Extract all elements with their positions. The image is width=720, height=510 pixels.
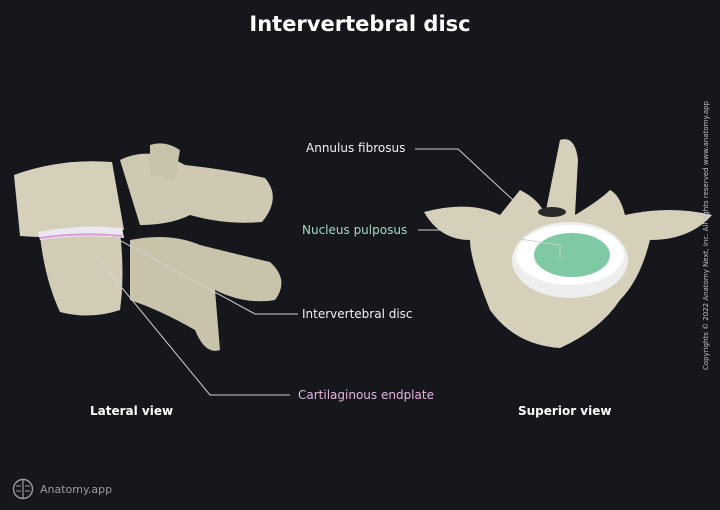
leader-annulus bbox=[415, 148, 541, 226]
page-title: Intervertebral disc bbox=[249, 12, 471, 36]
brain-icon bbox=[12, 478, 34, 500]
leader-lines bbox=[94, 148, 561, 396]
logo-text: Anatomy.app bbox=[40, 482, 113, 496]
leader-nucleus bbox=[418, 229, 561, 258]
superior-view-caption: Superior view bbox=[518, 404, 612, 418]
leader-disc bbox=[109, 234, 298, 315]
lateral-vertebrae bbox=[14, 143, 282, 351]
label-intervertebral-disc: Intervertebral disc bbox=[302, 307, 413, 321]
logo: Anatomy.app bbox=[12, 478, 112, 500]
label-nucleus-pulposus: Nucleus pulposus bbox=[302, 223, 408, 237]
label-annulus-fibrosus: Annulus fibrosus bbox=[306, 141, 406, 155]
leader-endplate bbox=[94, 254, 290, 396]
lateral-view-caption: Lateral view bbox=[90, 404, 174, 418]
copyright-text: Copyrights © 2022 Anatomy Next, Inc. All… bbox=[702, 101, 710, 370]
superior-vertebra bbox=[424, 139, 712, 348]
label-cartilaginous-endplate: Cartilaginous endplate bbox=[298, 388, 434, 402]
